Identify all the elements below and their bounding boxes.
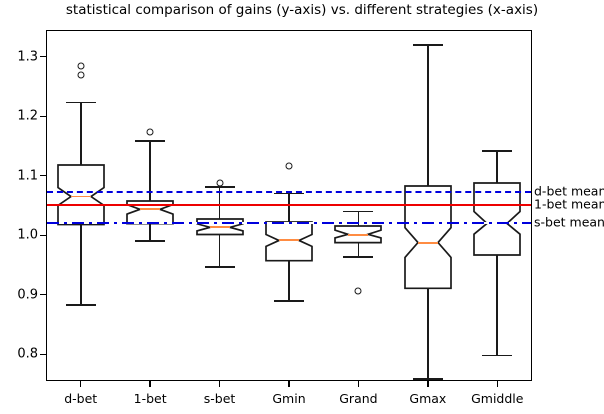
whisker-line bbox=[218, 187, 221, 219]
outlier-point bbox=[77, 71, 85, 79]
outlier-point bbox=[285, 162, 293, 170]
median-line bbox=[140, 208, 161, 210]
x-axis-tick-mark bbox=[288, 381, 290, 387]
y-axis-tick-mark bbox=[40, 115, 46, 117]
whisker-cap bbox=[482, 354, 513, 357]
chart-title: statistical comparison of gains (y-axis)… bbox=[65, 2, 539, 18]
whisker-line bbox=[288, 193, 290, 222]
y-axis-tick-label: 1.3 bbox=[17, 49, 38, 65]
plot-axes bbox=[46, 30, 532, 381]
whisker-line bbox=[288, 260, 290, 301]
median-line bbox=[70, 195, 91, 198]
whisker-cap bbox=[343, 256, 374, 259]
whisker-line bbox=[218, 234, 221, 267]
whisker-cap bbox=[482, 149, 513, 152]
x-axis-tick-label-gmin: Gmin bbox=[272, 391, 306, 406]
mean-line-s-bet bbox=[47, 222, 531, 225]
whisker-cap bbox=[412, 43, 443, 46]
whisker-cap bbox=[135, 140, 166, 143]
box-shape bbox=[473, 182, 522, 256]
mean-label-d-bet: d-bet mean bbox=[534, 183, 604, 199]
y-axis-tick-mark bbox=[40, 175, 46, 177]
x-axis-tick-label-s-bet: s-bet bbox=[203, 391, 236, 406]
x-axis-tick-mark bbox=[80, 381, 82, 387]
median-line bbox=[209, 226, 230, 228]
whisker-cap bbox=[274, 299, 304, 302]
y-axis-tick-mark bbox=[40, 353, 46, 355]
whisker-line bbox=[496, 254, 499, 356]
median-line bbox=[417, 242, 438, 244]
whisker-cap bbox=[204, 186, 235, 188]
x-axis-tick-mark bbox=[496, 381, 498, 387]
x-axis-tick-label-gmiddle: Gmiddle bbox=[471, 391, 524, 406]
whisker-line bbox=[357, 211, 360, 227]
median-line bbox=[348, 233, 369, 236]
box-shape bbox=[265, 220, 313, 262]
y-axis-tick-mark bbox=[40, 56, 46, 58]
box-shape bbox=[334, 225, 383, 244]
whisker-cap bbox=[274, 192, 304, 195]
outlier-point bbox=[216, 179, 224, 187]
whisker-cap bbox=[65, 303, 96, 306]
whisker-line bbox=[427, 288, 429, 380]
mean-line-1-bet bbox=[47, 204, 531, 207]
outlier-point bbox=[146, 128, 154, 136]
y-axis-tick-label: 1.2 bbox=[17, 108, 38, 124]
y-axis-tick-label: 0.9 bbox=[17, 287, 38, 303]
x-axis-tick-mark bbox=[357, 381, 360, 387]
whisker-cap bbox=[343, 210, 374, 213]
y-axis-tick-mark bbox=[40, 294, 46, 296]
whisker-line bbox=[427, 44, 429, 187]
whisker-line bbox=[357, 242, 360, 258]
whisker-cap bbox=[135, 240, 166, 243]
x-axis-tick-mark bbox=[218, 381, 221, 387]
x-axis-tick-mark bbox=[427, 381, 429, 387]
whisker-cap bbox=[412, 378, 443, 381]
y-axis-tick-label: 1.0 bbox=[17, 227, 38, 243]
whisker-cap bbox=[65, 101, 96, 104]
y-axis-tick-label: 1.1 bbox=[17, 168, 38, 184]
whisker-line bbox=[496, 150, 499, 183]
whisker-line bbox=[149, 223, 151, 242]
x-axis-tick-label-grand: Grand bbox=[339, 391, 378, 406]
box-shape bbox=[56, 164, 105, 226]
outlier-point bbox=[77, 62, 85, 70]
mean-label-s-bet: s-bet mean bbox=[534, 214, 604, 230]
mean-line-d-bet bbox=[47, 190, 531, 193]
box-shape bbox=[195, 217, 244, 235]
median-line bbox=[279, 239, 299, 241]
x-axis-tick-mark bbox=[149, 381, 151, 387]
y-axis-tick-mark bbox=[40, 234, 46, 236]
mean-label-1-bet: 1-bet mean bbox=[534, 196, 604, 212]
x-axis-tick-label-d-bet: d-bet bbox=[64, 391, 98, 406]
whisker-cap bbox=[204, 265, 235, 268]
whisker-line bbox=[79, 224, 82, 305]
x-axis-tick-label-gmax: Gmax bbox=[409, 391, 447, 406]
x-axis-tick-label-1-bet: 1-bet bbox=[133, 391, 167, 406]
box-shape bbox=[403, 185, 452, 290]
outlier-point bbox=[354, 287, 362, 295]
whisker-line bbox=[79, 102, 82, 166]
whisker-line bbox=[149, 141, 151, 201]
y-axis-tick-label: 0.8 bbox=[17, 346, 38, 362]
